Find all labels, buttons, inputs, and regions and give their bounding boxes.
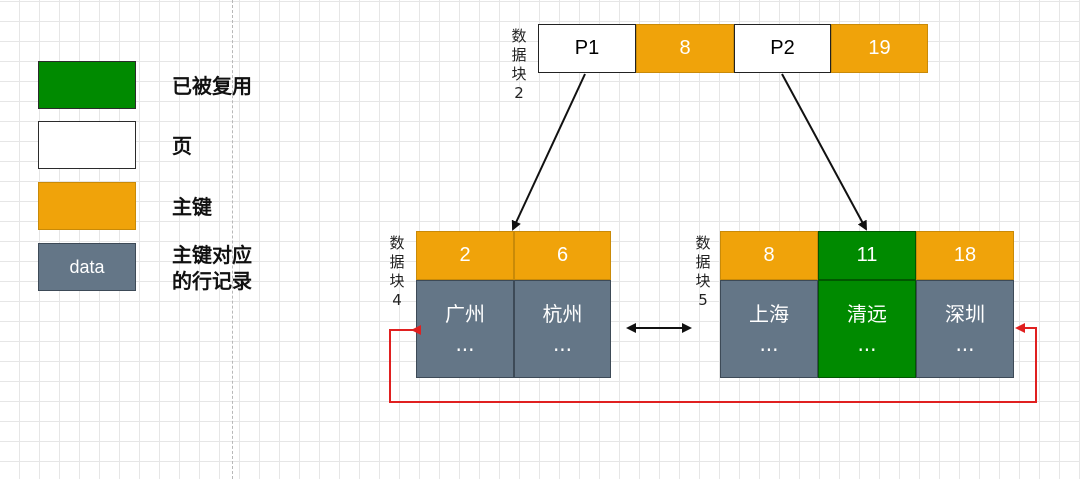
arrow-p2-to-block-5	[781, 73, 867, 231]
row-city: 上海	[749, 302, 789, 326]
row-more: ...	[455, 332, 475, 356]
block-4-row-guangzhou: 广州 ...	[416, 280, 514, 378]
root-pointer-p1: P1	[538, 24, 636, 73]
row-city: 杭州	[542, 302, 583, 326]
divider-line	[232, 0, 233, 479]
legend-swatch-reused	[38, 61, 136, 109]
row-city: 清远	[847, 302, 887, 326]
block-5-label: 数据块5	[695, 234, 711, 309]
row-more: ...	[552, 332, 573, 356]
block-5-row-shanghai: 上海 ...	[720, 280, 818, 378]
block-5-key-11: 11	[818, 231, 916, 280]
legend-label-row-record: 主键对应 的行记录	[172, 243, 252, 293]
row-city: 深圳	[945, 302, 985, 326]
block-4-key-6: 6	[514, 231, 611, 280]
root-key-19: 19	[831, 24, 928, 73]
loop-arrow-right	[700, 323, 1037, 403]
row-more: ...	[955, 332, 975, 356]
block-5-row-shenzhen: 深圳 ...	[916, 280, 1014, 378]
block-5-key-8: 8	[720, 231, 818, 280]
row-more: ...	[759, 332, 779, 356]
legend-swatch-data-text: data	[69, 256, 105, 277]
loop-arrow-left	[389, 325, 700, 403]
legend-swatch-page	[38, 121, 136, 169]
legend-swatch-data: data	[38, 243, 136, 291]
row-city: 广州	[445, 302, 485, 326]
block-4-key-2: 2	[416, 231, 514, 280]
block-4-label: 数据块4	[389, 234, 405, 309]
block-5-key-18: 18	[916, 231, 1014, 280]
legend-label-page: 页	[172, 134, 192, 158]
legend-label-reused: 已被复用	[172, 74, 252, 98]
block-4-row-hangzhou: 杭州 ...	[514, 280, 611, 378]
legend-label-key: 主键	[172, 195, 212, 219]
root-block-label: 数据块2	[511, 27, 527, 102]
arrow-p1-to-block-4	[511, 73, 586, 231]
block-5-row-qingyuan: 清远 ...	[818, 280, 916, 378]
root-pointer-p2: P2	[734, 24, 831, 73]
row-more: ...	[857, 332, 877, 356]
legend-swatch-key	[38, 182, 136, 230]
root-key-8: 8	[636, 24, 734, 73]
